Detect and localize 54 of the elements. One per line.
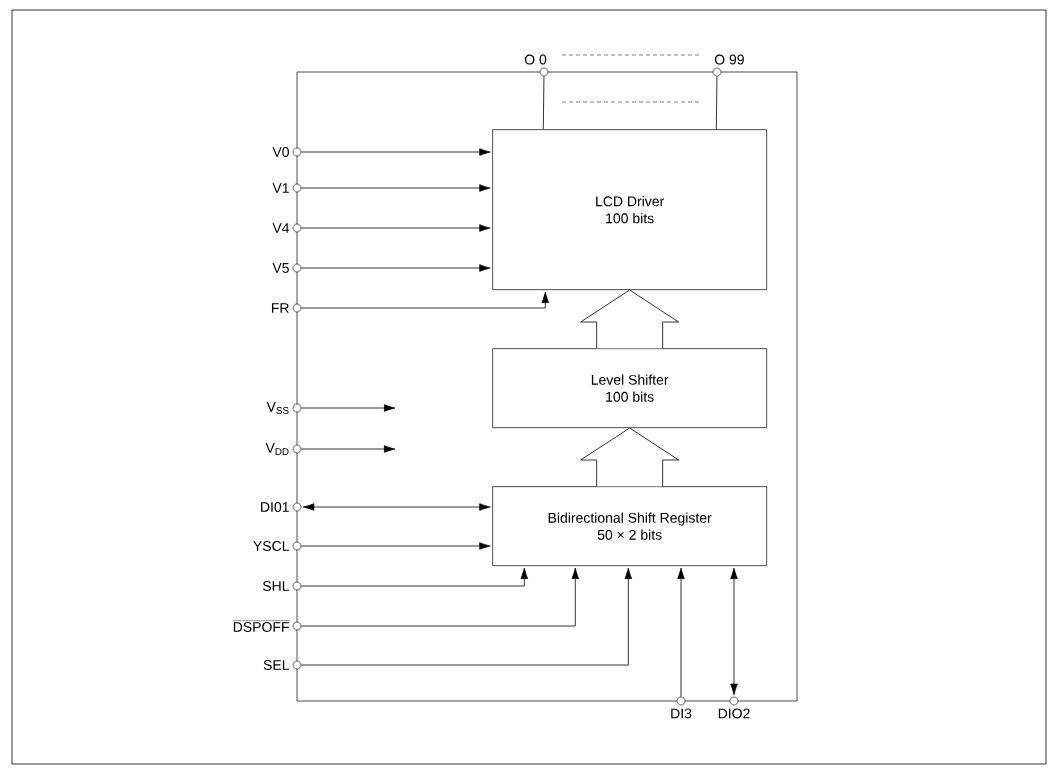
pin: SHL [262,581,302,591]
node-label: DI3 [671,708,692,719]
node-label: SEL [263,660,290,670]
arrow [300,184,491,192]
arrow [300,224,491,232]
arrow [677,567,685,698]
node-label: FR [271,303,289,313]
node-label: DSPOFF [233,622,289,632]
arrow [300,567,633,666]
block-box: LCD Driver 100 bits [492,129,767,290]
arrow [300,264,491,272]
arrow [300,291,550,309]
pin: V5 [272,263,302,273]
node-label: V$_{DD}$ [265,443,289,455]
pin: SEL [263,660,302,670]
arrow [300,542,491,550]
bus-arrow [580,427,680,487]
double-arrow [302,503,491,511]
pin: V0 [272,147,302,157]
node-label: YSCL [253,541,290,551]
pin: DSPOFF [232,620,302,632]
pin: YSCL [253,541,302,551]
pin: DI3 [671,696,692,719]
block-box: Bidirectional Shift Register 50 × 2 bits [492,486,767,566]
node-label: DIO2 [718,708,750,719]
block-box: Level Shifter 100 bits [492,348,767,428]
arrow [300,567,529,587]
pin: V4 [272,223,302,233]
pin: V$_{SS}$ [266,402,302,414]
node-label: V1 [272,183,289,193]
pin: DIO2 [718,696,750,719]
arrow [300,445,396,453]
arrow [300,567,580,627]
pin: DI01 [261,502,302,512]
node-label: SHL [262,581,290,591]
node-label: V4 [272,223,290,233]
node-label: V$_{SS}$ [266,402,289,414]
node-label: V5 [272,263,289,273]
node-label: DI01 [261,502,289,512]
arrow [300,148,491,156]
double-arrow [730,567,738,696]
signal-line [542,75,545,130]
signal-line [715,75,718,130]
node-label: O 99 [714,54,744,65]
pin: V$_{DD}$ [265,443,302,455]
chip-outline [296,71,798,702]
pin: V1 [272,183,302,193]
bus-arrow [580,289,680,349]
arrow [300,404,396,412]
pin: O 0 [524,54,549,77]
pin: O 99 [712,54,744,77]
node-label: V0 [272,147,289,157]
node-label: O 0 [524,54,547,65]
pin: FR [272,303,302,313]
